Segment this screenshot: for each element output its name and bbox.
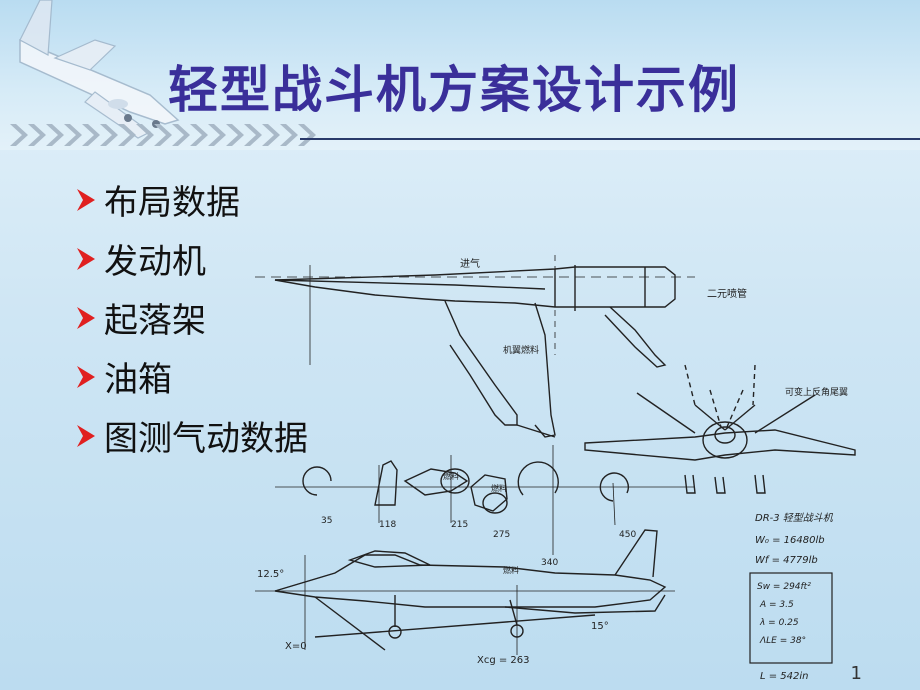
- bullet-text: 起落架: [104, 301, 206, 341]
- spec-sw: Sw = 294ft²: [757, 582, 811, 592]
- section-118: [374, 460, 398, 506]
- slide-title: 轻型战斗机方案设计示例: [168, 61, 740, 119]
- bullet-item: 起落架: [74, 288, 308, 347]
- fuel-label: 燃料: [443, 471, 459, 481]
- front-view-fuselage: [702, 421, 748, 459]
- fuel-label: 燃料: [503, 565, 519, 575]
- label-angle-front: 12.5°: [257, 569, 284, 580]
- section-label: 340: [541, 558, 558, 568]
- bullet-item: 油箱: [74, 347, 308, 406]
- section-340: [517, 461, 559, 496]
- bullet-text: 布局数据: [104, 183, 240, 223]
- airplane-logo: [19, 0, 180, 139]
- spec-sweep: ΛLE = 38°: [759, 636, 806, 646]
- top-tail: [604, 306, 667, 368]
- page-number: 1: [850, 663, 862, 684]
- spec-lambda: λ = 0.25: [759, 618, 799, 628]
- bullet-item: 发动机: [74, 229, 308, 288]
- fighter-layout-drawing: 进气 二元喷管 机翼燃料 可变上反角尾翼 35 118 215 275 340 …: [255, 255, 856, 682]
- section-label: 275: [493, 530, 510, 540]
- side-view-fuselage: [274, 554, 667, 608]
- top-wing: [444, 300, 518, 426]
- arrow-bullet-icon: [77, 306, 95, 329]
- front-view-wing: [584, 429, 856, 461]
- section-label: 118: [379, 520, 396, 530]
- bullet-text: 图测气动数据: [104, 419, 308, 459]
- arrow-bullet-icon: [77, 424, 95, 447]
- spec-box: [749, 572, 833, 664]
- spec-wf: Wf = 4779lb: [755, 555, 818, 566]
- section-35: [302, 466, 332, 496]
- label-nozzle: 二元喷管: [707, 287, 747, 300]
- fuel-label: 燃料: [491, 483, 507, 493]
- label-xcg: Xcg = 263: [477, 655, 530, 666]
- section-275: [470, 474, 508, 512]
- top-fuselage: [274, 266, 676, 308]
- section-label: 35: [321, 516, 332, 526]
- spec-a: A = 3.5: [759, 600, 794, 610]
- side-view-tail: [614, 529, 658, 578]
- label-inlet: 进气: [460, 257, 480, 270]
- spec-w0: W₀ = 16480lb: [755, 535, 825, 546]
- section-label: 450: [619, 530, 636, 540]
- bullet-item: 图测气动数据: [74, 406, 308, 465]
- arrow-bullet-icon: [77, 365, 95, 388]
- label-x0: X=0: [285, 641, 307, 652]
- header-chevron-pattern: [10, 124, 316, 146]
- section-450: [599, 472, 630, 502]
- label-variable-dihedral-tail: 可变上反角尾翼: [785, 386, 848, 398]
- bullet-text: 油箱: [104, 360, 172, 400]
- spec-length: L = 542in: [760, 671, 809, 682]
- bullet-item: 布局数据: [74, 170, 308, 229]
- arrow-bullet-icon: [77, 188, 95, 211]
- label-wing-fuel: 机翼燃料: [503, 344, 539, 356]
- section-label: 215: [451, 520, 468, 530]
- bullet-text: 发动机: [104, 242, 206, 282]
- spec-name: DR-3 轻型战斗机: [755, 512, 834, 524]
- header-divider: [300, 138, 920, 140]
- bullet-list: 布局数据 发动机 起落架 油箱 图测气动数据: [74, 170, 308, 465]
- label-angle-rear: 15°: [591, 621, 609, 632]
- arrow-bullet-icon: [77, 247, 95, 270]
- section-215: [403, 468, 469, 496]
